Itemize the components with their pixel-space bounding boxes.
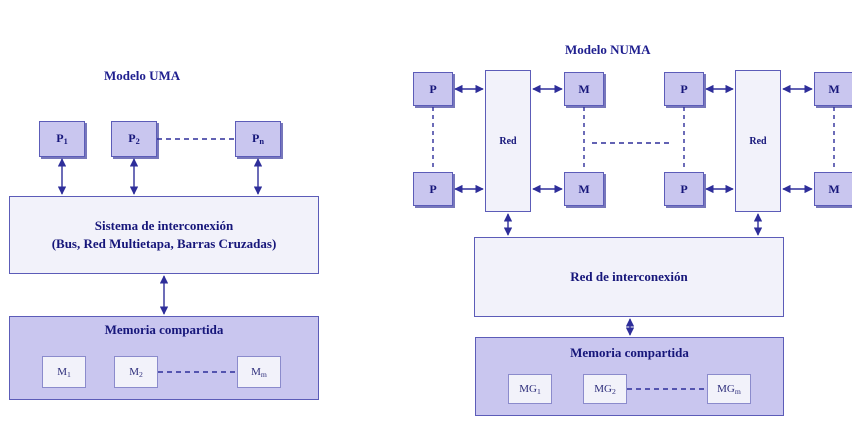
- numa-node-network-2: Red: [735, 70, 781, 212]
- numa-local-memory-bottom-2: M: [814, 172, 852, 206]
- numa-interconnect-title: Red de interconexión: [570, 269, 688, 284]
- uma-memory-module-1: M1: [42, 356, 86, 388]
- numa-memory-module-1: MG1: [508, 374, 552, 404]
- uma-processor-2: P2: [111, 121, 157, 157]
- numa-processor-top-1: P: [413, 72, 453, 106]
- numa-interconnect-network: Red de interconexión: [474, 237, 784, 317]
- numa-local-memory-top-1: M: [564, 72, 604, 106]
- uma-interconnect-subtitle: (Bus, Red Multietapa, Barras Cruzadas): [51, 236, 277, 251]
- numa-memory-module-m: MGm: [707, 374, 751, 404]
- uma-title: Modelo UMA: [104, 68, 181, 83]
- numa-title: Modelo NUMA: [565, 42, 651, 57]
- numa-local-memory-bottom-1: M: [564, 172, 604, 206]
- uma-interconnect-title: Sistema de interconexión: [94, 218, 234, 233]
- uma-processor-n: Pn: [235, 121, 281, 157]
- numa-processor-bottom-2: P: [664, 172, 704, 206]
- uma-processor-1: P1: [39, 121, 85, 157]
- uma-memory-module-m: Mm: [237, 356, 281, 388]
- uma-processor-1-label: P1: [56, 131, 68, 147]
- numa-node-network-1: Red: [485, 70, 531, 212]
- numa-shared-memory-title: Memoria compartida: [570, 345, 689, 360]
- numa-memory-module-2: MG2: [583, 374, 627, 404]
- uma-interconnect-system: Sistema de interconexión (Bus, Red Multi…: [9, 196, 319, 274]
- uma-processor-2-label: P2: [128, 131, 140, 147]
- numa-local-memory-top-2: M: [814, 72, 852, 106]
- uma-memory-module-2: M2: [114, 356, 158, 388]
- numa-processor-bottom-1: P: [413, 172, 453, 206]
- numa-processor-top-2: P: [664, 72, 704, 106]
- uma-shared-memory-title: Memoria compartida: [104, 322, 224, 337]
- uma-processor-n-label: Pn: [251, 131, 264, 147]
